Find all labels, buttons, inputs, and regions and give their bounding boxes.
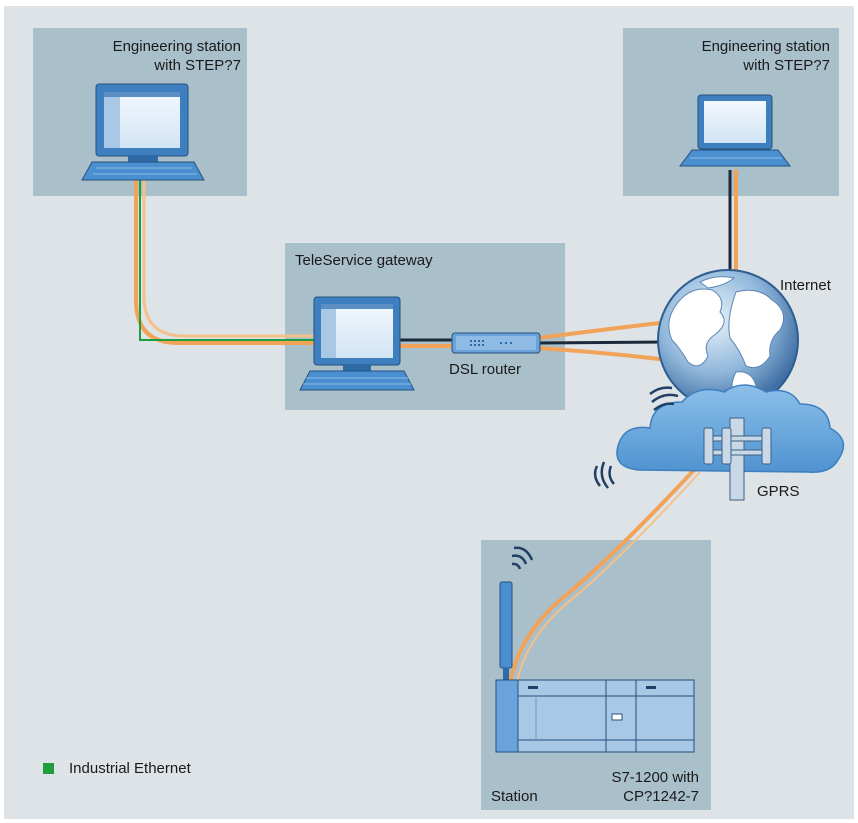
plc-device-label-line2: CP?1242-7 [623, 788, 699, 805]
internet-globe-icon [657, 269, 799, 411]
wireless-signal-icon [649, 386, 679, 411]
right-station-title-line2: with STEP?7 [743, 57, 830, 74]
wireless-signal-icon [593, 461, 615, 489]
left-station-title-line2: with STEP?7 [154, 57, 241, 74]
cable-gprs-to-station [507, 468, 701, 691]
cable-router-to-internet [537, 320, 669, 362]
legend-label: Industrial Ethernet [69, 760, 191, 777]
cable-right-to-internet [728, 170, 738, 284]
left-station-title-line1: Engineering station [112, 38, 241, 55]
station-label: Station [491, 788, 538, 805]
plc-device-label-line1: S7-1200 with [611, 769, 699, 786]
gprs-label: GPRS [757, 483, 800, 500]
gateway-title: TeleService gateway [295, 252, 433, 269]
plc-device-label: S7-1200 with CP?1242-7 [611, 768, 699, 806]
cable-left-to-gateway [134, 180, 320, 345]
dsl-router-icon [451, 332, 541, 354]
laptop-icon [679, 94, 791, 167]
gateway-computer-icon [299, 296, 415, 391]
desktop-computer-icon [81, 83, 205, 181]
plc-device-icon [495, 679, 695, 753]
antenna-icon [499, 581, 513, 684]
right-station-title-line1: Engineering station [701, 38, 830, 55]
cable-gateway-to-router [398, 338, 456, 348]
internet-label: Internet [780, 277, 831, 294]
right-station-title: Engineering station with STEP?7 [702, 37, 830, 75]
wireless-signal-icon [511, 546, 534, 570]
router-label: DSL router [449, 361, 521, 378]
left-station-title: Engineering station with STEP?7 [113, 37, 241, 75]
gprs-mast-icon [703, 417, 772, 501]
legend-swatch [43, 763, 54, 774]
